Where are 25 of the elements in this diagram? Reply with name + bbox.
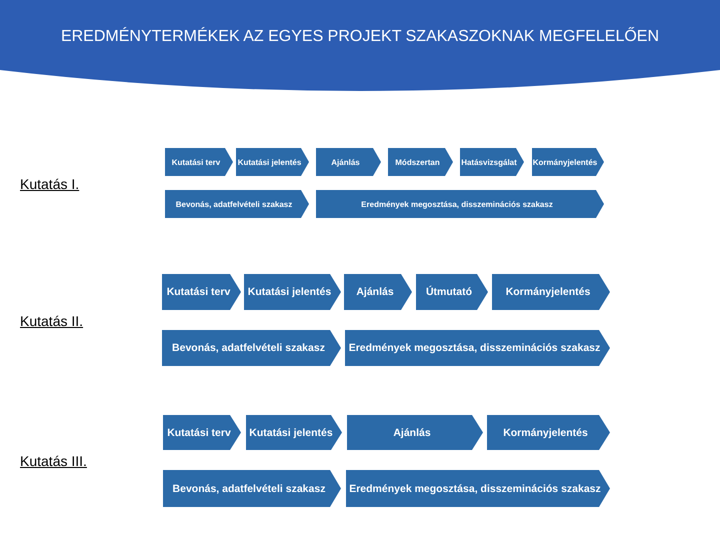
row-label: Kutatás III.: [20, 453, 87, 469]
chevron-step: Hatásvizsgálat: [460, 148, 524, 176]
chevron-step: Eredmények megosztása, disszeminációs szakasz: [346, 470, 610, 507]
chevron-step: Kormányjelentés: [487, 415, 610, 450]
chevron-step: Bevonás, adatfelvételi szakasz: [165, 190, 309, 218]
chevron-step: Ajánlás: [347, 415, 483, 450]
chevron-step: Kutatási jelentés: [244, 274, 341, 310]
chevron-step: Kutatási jelentés: [246, 415, 342, 450]
chevron-step: Kormányjelentés: [492, 274, 610, 310]
chevron-step: Útmutató: [416, 274, 488, 310]
chevron-step: Bevonás, adatfelvételi szakasz: [162, 330, 341, 366]
chevron-step: Módszertan: [388, 148, 453, 176]
chevron-step: Eredmények megosztása, disszeminációs szakasz: [316, 190, 604, 218]
chevron-step: Kutatási terv: [163, 415, 241, 450]
row-label: Kutatás I.: [20, 176, 80, 192]
chevron-step: Kutatási terv: [162, 274, 241, 310]
row-label: Kutatás II.: [20, 313, 84, 329]
chevron-step: Kormányjelentés: [532, 148, 604, 176]
chevron-step: Ajánlás: [316, 148, 381, 176]
chevron-step: Kutatási jelentés: [236, 148, 309, 176]
title: EREDMÉNYTERMÉKEK AZ EGYES PROJEKT SZAKASZOKNAK MEGFELELŐEN: [60, 26, 660, 47]
chevron-step: Bevonás, adatfelvételi szakasz: [163, 470, 341, 507]
chevron-step: Ajánlás: [344, 274, 412, 310]
chevron-step: Kutatási terv: [165, 148, 233, 176]
chevron-step: Eredmények megosztása, disszeminációs szakasz: [345, 330, 610, 366]
